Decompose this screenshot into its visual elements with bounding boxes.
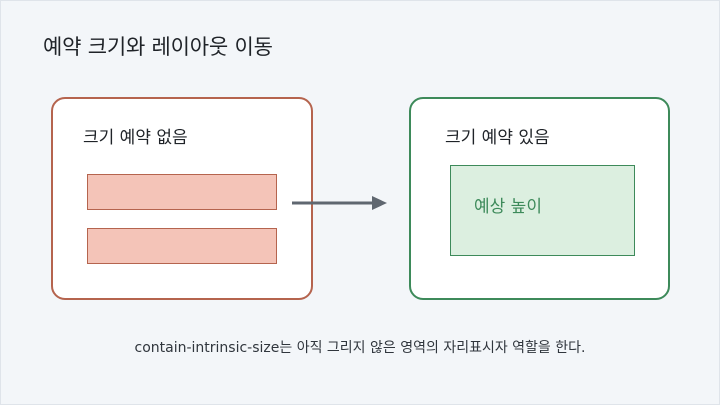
panel-with-reservation: 크기 예약 있음 예상 높이 <box>409 97 670 300</box>
content-bar-2 <box>87 228 277 264</box>
arrow-right-icon <box>292 196 387 210</box>
panel-title-no-reservation: 크기 예약 없음 <box>83 128 188 148</box>
panel-no-reservation: 크기 예약 없음 <box>51 97 313 300</box>
page-title: 예약 크기와 레이아웃 이동 <box>43 35 273 59</box>
estimated-height-placeholder: 예상 높이 <box>450 165 635 256</box>
content-bar-1 <box>87 174 277 210</box>
caption: contain-intrinsic-size는 아직 그리지 않은 영역의 자리… <box>134 340 586 356</box>
placeholder-label: 예상 높이 <box>474 197 542 217</box>
panel-title-with-reservation: 크기 예약 있음 <box>445 128 550 148</box>
